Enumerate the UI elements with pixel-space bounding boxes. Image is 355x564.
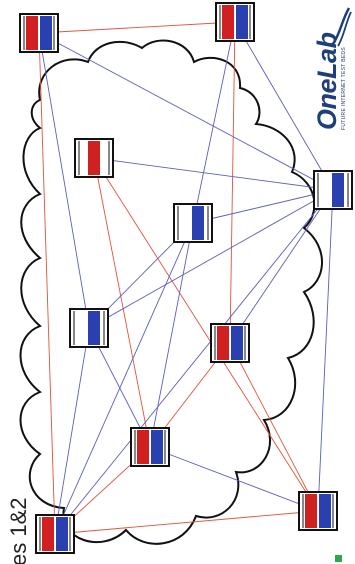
link-n2-n7 bbox=[229, 21, 236, 344]
node-red-band bbox=[42, 517, 54, 551]
onelab-swoosh-icon bbox=[331, 7, 352, 47]
link-n5-n10 bbox=[54, 327, 90, 535]
link-n4-n8 bbox=[149, 222, 194, 448]
node-blue-band bbox=[332, 173, 344, 207]
link-n10-n6 bbox=[54, 189, 334, 535]
router-node-n2 bbox=[215, 2, 255, 42]
slide-side-text: es 1&2 bbox=[6, 497, 31, 564]
link-n5-n6 bbox=[88, 189, 334, 329]
node-blue-band bbox=[40, 16, 52, 50]
link-n2-n6 bbox=[234, 21, 334, 191]
node-blue-band bbox=[319, 494, 331, 528]
node-blue-band bbox=[192, 206, 204, 240]
link-n3-n8 bbox=[93, 157, 151, 448]
links-layer bbox=[38, 21, 334, 535]
router-node-n7 bbox=[210, 323, 250, 363]
nodes-layer bbox=[19, 2, 353, 554]
node-blue-band bbox=[151, 430, 163, 464]
router-node-n10 bbox=[35, 514, 75, 554]
link-n4-n6 bbox=[192, 189, 334, 224]
node-red-band bbox=[26, 16, 38, 50]
node-red-band bbox=[222, 5, 234, 39]
node-blue-band bbox=[56, 517, 68, 551]
link-n4-n10 bbox=[54, 222, 194, 535]
node-red-band bbox=[88, 141, 100, 175]
node-red-band bbox=[305, 494, 317, 528]
link-n3-n6 bbox=[93, 157, 334, 191]
logo-tagline: FUTURE INTERNET TEST BEDS bbox=[341, 46, 347, 130]
link-n3-n9 bbox=[93, 157, 319, 512]
router-node-n4 bbox=[173, 203, 213, 243]
link-n8-n9 bbox=[149, 446, 319, 512]
link-n1-n2 bbox=[38, 21, 236, 34]
router-node-n3 bbox=[74, 138, 114, 178]
link-n7-n9 bbox=[229, 342, 319, 512]
link-n6-n7 bbox=[229, 189, 334, 344]
node-blue-band bbox=[88, 311, 100, 345]
green-bullet bbox=[335, 555, 342, 562]
link-n1-n10 bbox=[38, 32, 56, 535]
node-red-band bbox=[217, 326, 229, 360]
link-n9-n10 bbox=[54, 510, 319, 535]
link-n2-n4 bbox=[192, 21, 236, 224]
cloud-outline bbox=[19, 39, 323, 545]
link-n1-n6 bbox=[38, 32, 334, 191]
link-n6-n9 bbox=[317, 189, 334, 512]
router-node-n9 bbox=[298, 491, 338, 531]
router-node-n8 bbox=[130, 427, 170, 467]
logo-name: OneLab bbox=[312, 32, 342, 130]
router-node-n1 bbox=[19, 13, 59, 53]
onelab-logo: OneLab FUTURE INTERNET TEST BEDS bbox=[312, 32, 347, 130]
router-node-n6 bbox=[313, 170, 353, 210]
node-blue-band bbox=[231, 326, 243, 360]
router-node-n5 bbox=[69, 308, 109, 348]
node-red-band bbox=[137, 430, 149, 464]
node-blue-band bbox=[236, 5, 248, 39]
link-n1-n5 bbox=[38, 32, 90, 329]
